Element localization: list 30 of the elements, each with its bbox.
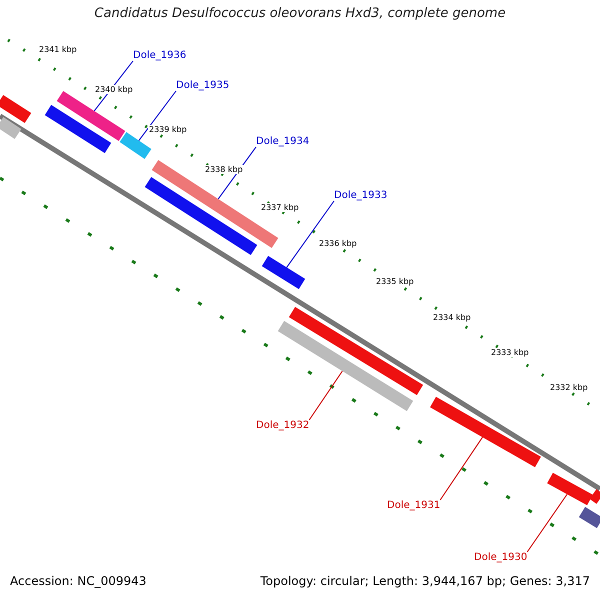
tick-label: 2337 kbp: [260, 203, 300, 212]
gene-label: Dole_1931: [387, 500, 440, 511]
leader-line: [526, 494, 568, 552]
gene-bar: [430, 396, 541, 468]
gene-label: Dole_1936: [133, 50, 186, 61]
tick-label: 2334 kbp: [432, 313, 472, 322]
tick-label: 2340 kbp: [94, 85, 134, 94]
gene-bar: [547, 472, 593, 506]
gene-label: Dole_1932: [256, 420, 310, 431]
title: Candidatus Desulfococcus oleovorans Hxd3, complete genome: [93, 6, 507, 21]
genome-stats-text: Topology: circular; Length: 3,944,167 bp; Genes: 3,317: [260, 574, 590, 588]
tick-label: 2335 kbp: [375, 277, 415, 286]
gene-bar: [278, 320, 414, 412]
tick-label: 2333 kbp: [490, 348, 530, 357]
gene-label: Dole_1933: [334, 190, 388, 201]
gene-bar: [262, 256, 306, 290]
gene-label: Dole_1935: [176, 80, 230, 91]
gene-label: Dole_1934: [256, 136, 310, 147]
tick-label: 2339 kbp: [148, 125, 188, 134]
tick-label: 2341 kbp: [38, 45, 78, 54]
tick-label: 2332 kbp: [549, 383, 589, 392]
accession-text: Accession: NC_009943: [10, 574, 146, 588]
gene-bar: [120, 132, 152, 159]
leader-line: [286, 200, 334, 268]
tick-label: 2338 kbp: [204, 165, 244, 174]
leader-line: [440, 436, 484, 500]
leader-line: [308, 370, 343, 420]
gene-label: Dole_1930: [474, 552, 528, 563]
leader-line: [138, 90, 176, 142]
tick-label: 2336 kbp: [318, 239, 358, 248]
